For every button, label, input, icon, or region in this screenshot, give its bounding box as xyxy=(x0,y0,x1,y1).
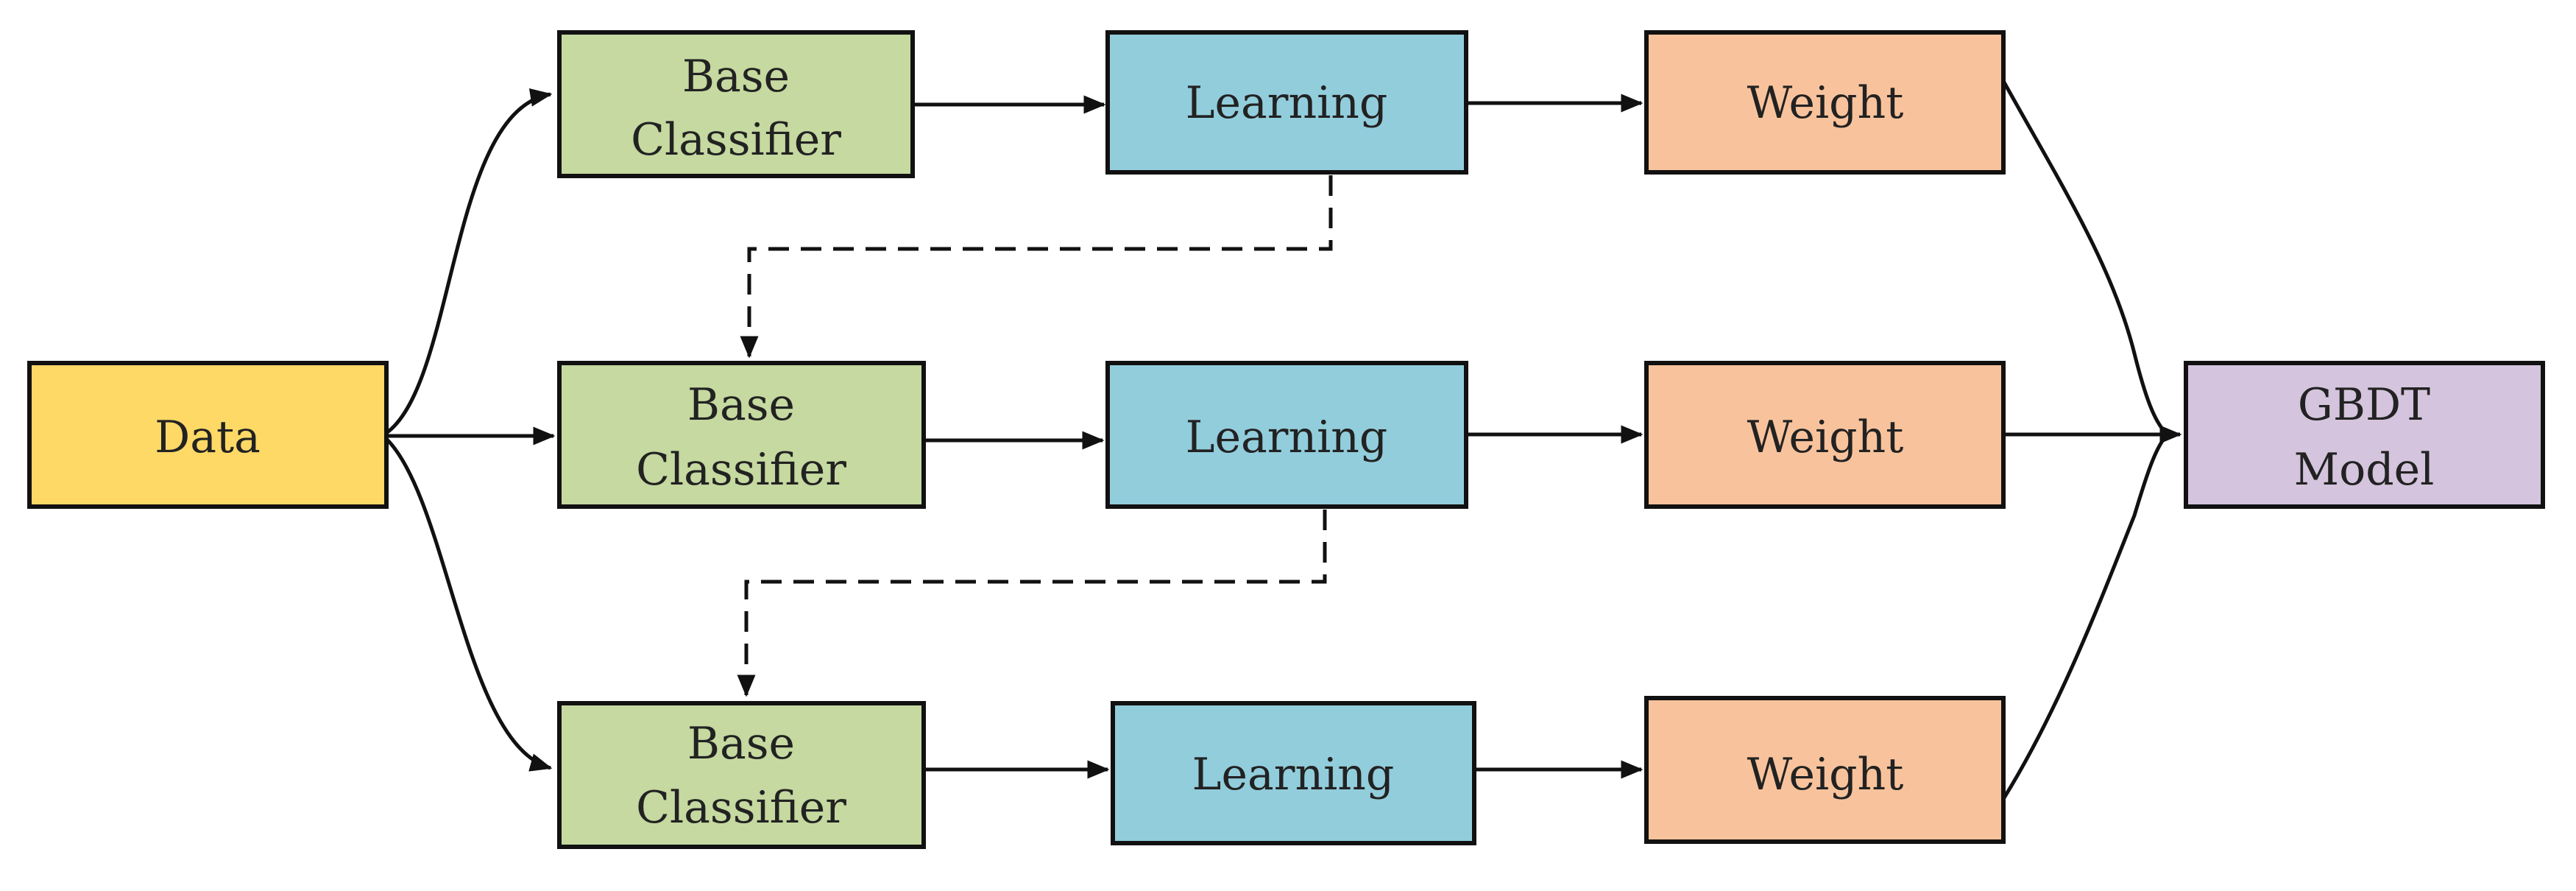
labels: Data Base Classifier Base Classifier Bas… xyxy=(155,51,2434,834)
edge-weight3-to-model xyxy=(2001,433,2169,800)
base-classifier-2-label-line2: Classifier xyxy=(636,444,846,496)
node-weight-2 xyxy=(1644,361,2006,509)
node-base-classifier-2 xyxy=(557,361,926,509)
weight-1-label: Weight xyxy=(1747,77,1904,129)
edge-data-to-base3 xyxy=(385,437,553,772)
node-gbdt-model xyxy=(2184,361,2545,509)
edge-learn2-to-base3-dashed xyxy=(737,510,1327,697)
edge-weight1-to-model xyxy=(2001,80,2169,436)
node-learning-1 xyxy=(1105,30,1468,175)
learning-1-label: Learning xyxy=(1186,77,1388,129)
edge-data-to-base1 xyxy=(385,88,553,435)
base-classifier-1-label-line2: Classifier xyxy=(631,114,841,166)
data-label: Data xyxy=(155,412,261,463)
nodes xyxy=(27,30,2545,849)
gbdt-model-label-line1: GBDT xyxy=(2298,379,2430,431)
node-weight-1 xyxy=(1644,30,2006,175)
base-classifier-1-label-line1: Base xyxy=(682,51,790,102)
node-weight-3 xyxy=(1644,696,2006,844)
node-learning-2 xyxy=(1105,361,1468,509)
edge-learn1-to-base2-dashed xyxy=(740,175,1333,359)
base-classifier-3-label-line1: Base xyxy=(687,718,795,770)
edges xyxy=(385,80,2182,800)
learning-3-label: Learning xyxy=(1192,749,1395,800)
node-data xyxy=(27,361,389,509)
learning-2-label: Learning xyxy=(1186,412,1388,463)
base-classifier-3-label-line2: Classifier xyxy=(636,782,846,834)
node-base-classifier-3 xyxy=(557,701,926,849)
weight-3-label: Weight xyxy=(1747,749,1904,800)
weight-2-label: Weight xyxy=(1747,412,1904,463)
gbdt-model-label-line2: Model xyxy=(2294,444,2435,496)
node-base-classifier-1 xyxy=(557,30,915,178)
base-classifier-2-label-line1: Base xyxy=(687,379,795,431)
node-learning-3 xyxy=(1111,701,1476,845)
